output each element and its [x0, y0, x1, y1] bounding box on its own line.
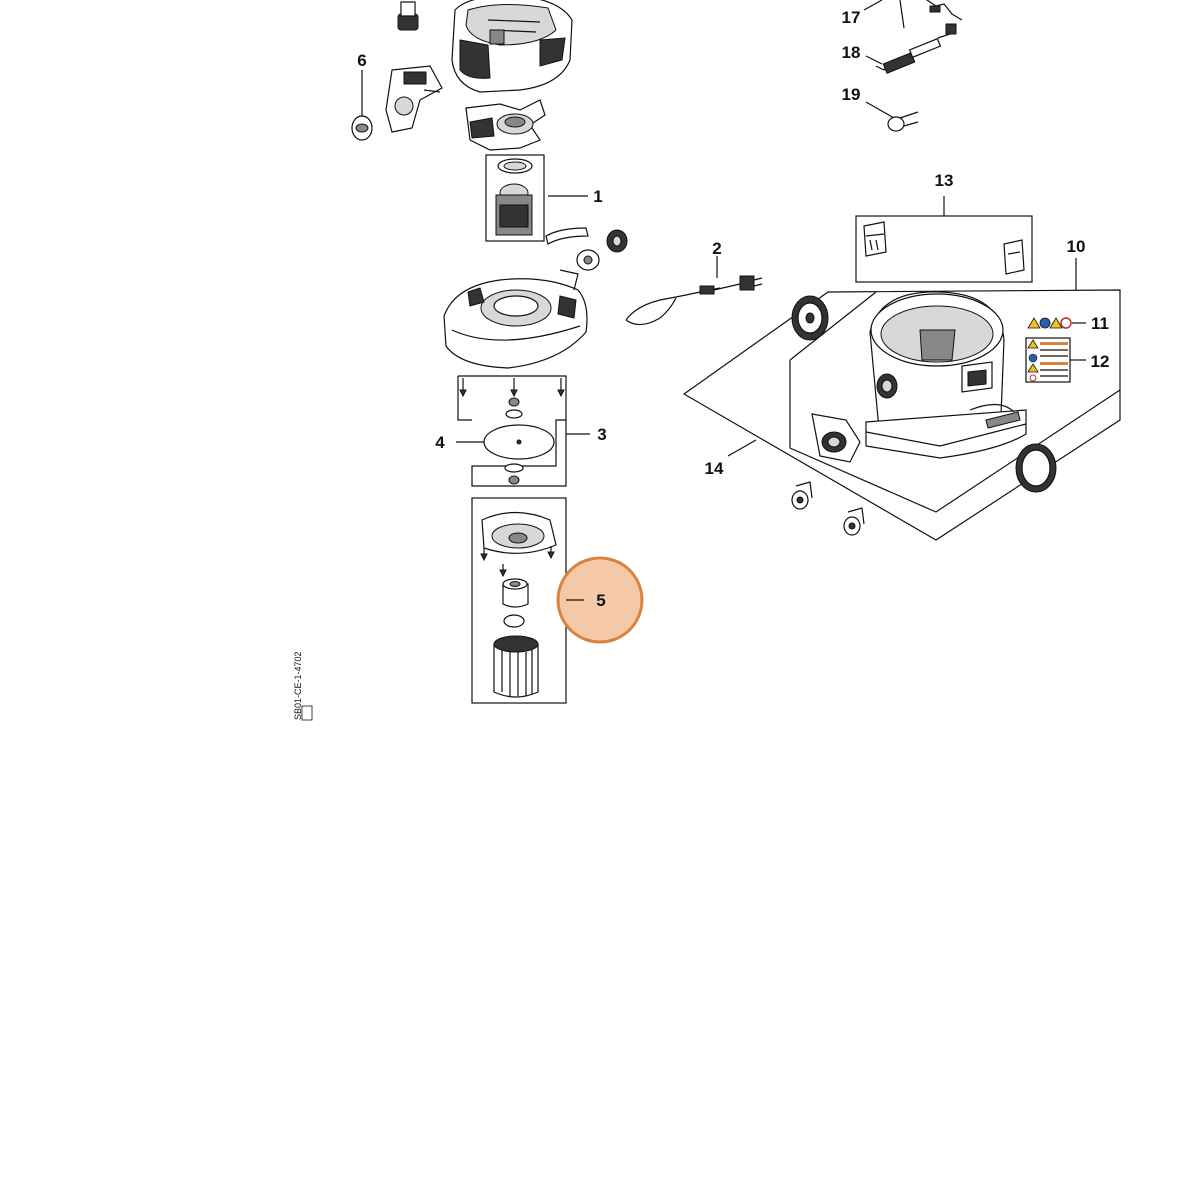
callout-2[interactable]: 2: [712, 239, 721, 258]
motor-small-parts: [545, 227, 628, 271]
instruction-label: [1025, 337, 1086, 383]
callout-4[interactable]: 4: [435, 433, 445, 452]
motor-hood: [451, 0, 573, 93]
callout-1[interactable]: 1: [593, 187, 602, 206]
callout-11[interactable]: 11: [1091, 314, 1109, 333]
fan-housing: [465, 99, 546, 151]
power-cord: [625, 256, 763, 326]
svg-text:SB01-CE-1-4702: SB01-CE-1-4702: [293, 651, 303, 720]
accessory-17: [863, 0, 963, 29]
callout-3[interactable]: 3: [597, 425, 606, 444]
motor-head-plate: [443, 269, 588, 369]
filter-plate-assembly: [456, 375, 590, 487]
warning-labels-strip: [1027, 317, 1086, 329]
callout-17[interactable]: 17: [842, 8, 861, 27]
callout-13[interactable]: 13: [935, 171, 954, 190]
container-chassis: [682, 289, 1121, 541]
callout-10[interactable]: 10: [1067, 237, 1086, 256]
accessory-19: [865, 101, 919, 132]
bracket-set: [855, 196, 1033, 283]
callout-5[interactable]: 5: [596, 591, 605, 610]
filter-cartridge-assembly: [471, 497, 584, 704]
accessory-18: [865, 23, 957, 74]
drawing-code: SB01-CE-1-4702: [293, 651, 313, 721]
top-clip-part: [397, 1, 419, 31]
callout-19[interactable]: 19: [842, 85, 861, 104]
motor-assembly: [485, 154, 588, 242]
callout-18[interactable]: 18: [842, 43, 861, 62]
highlight-circle: [556, 556, 644, 644]
callout-14[interactable]: 14: [705, 459, 724, 478]
switch-plate-assembly: [351, 65, 443, 141]
callout-12[interactable]: 12: [1091, 352, 1110, 371]
callout-6[interactable]: 6: [357, 51, 366, 70]
